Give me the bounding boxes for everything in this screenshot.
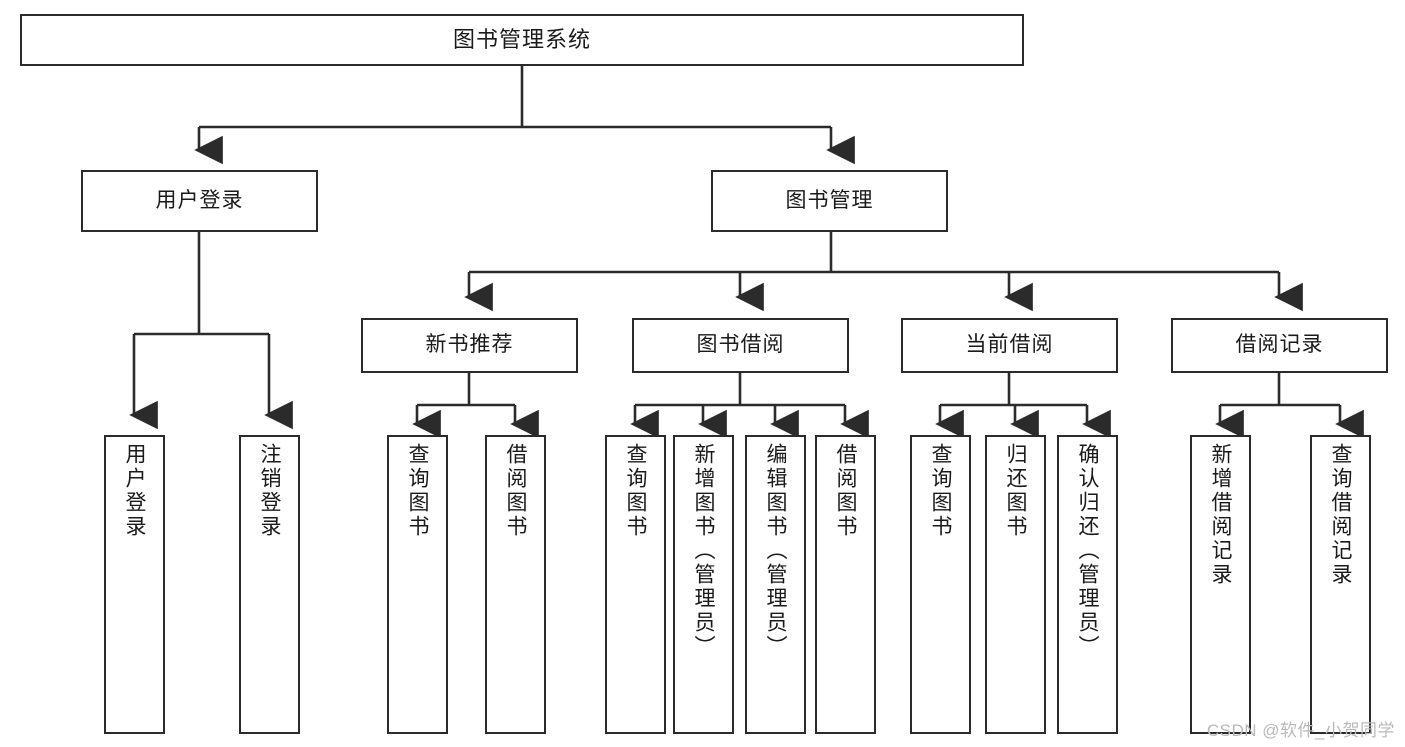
- leaf-query-book-current[interactable]: 查询图书: [910, 435, 971, 734]
- leaf-query-book-current-label: 查询图书: [929, 443, 952, 539]
- leaf-edit-book-admin-label: 编辑图书（管理员）: [764, 443, 787, 659]
- node-book-management-label: 图书管理: [785, 188, 874, 212]
- leaf-add-book-admin-label: 新增图书（管理员）: [692, 443, 715, 659]
- leaf-add-borrow-record-label: 新增借阅记录: [1209, 443, 1232, 587]
- node-current-borrow[interactable]: 当前借阅: [901, 318, 1118, 373]
- node-root-label: 图书管理系统: [452, 27, 591, 53]
- node-book-borrow-label: 图书借阅: [696, 333, 785, 357]
- leaf-query-book-recommend-label: 查询图书: [406, 443, 429, 539]
- node-book-borrow[interactable]: 图书借阅: [632, 318, 849, 373]
- node-user-login[interactable]: 用户登录: [81, 170, 318, 232]
- leaf-user-logout-label: 注销登录: [258, 443, 281, 539]
- node-user-login-label: 用户登录: [155, 188, 244, 212]
- leaf-add-book-admin[interactable]: 新增图书（管理员）: [673, 435, 734, 734]
- node-current-borrow-label: 当前借阅: [965, 333, 1054, 357]
- node-borrow-record[interactable]: 借阅记录: [1171, 318, 1388, 373]
- leaf-query-borrow-record[interactable]: 查询借阅记录: [1310, 435, 1371, 734]
- leaf-borrow-book[interactable]: 借阅图书: [815, 435, 876, 734]
- leaf-user-login[interactable]: 用户登录: [104, 435, 165, 734]
- leaf-query-book-borrow-label: 查询图书: [624, 443, 647, 539]
- leaf-return-book-label: 归还图书: [1004, 443, 1027, 539]
- node-borrow-record-label: 借阅记录: [1235, 333, 1324, 357]
- leaf-borrow-book-label: 借阅图书: [834, 443, 857, 539]
- leaf-add-borrow-record[interactable]: 新增借阅记录: [1190, 435, 1251, 734]
- leaf-user-logout[interactable]: 注销登录: [239, 435, 300, 734]
- leaf-borrow-book-recommend[interactable]: 借阅图书: [485, 435, 546, 734]
- leaf-edit-book-admin[interactable]: 编辑图书（管理员）: [745, 435, 806, 734]
- leaf-confirm-return-admin[interactable]: 确认归还（管理员）: [1057, 435, 1118, 734]
- leaf-query-book-borrow[interactable]: 查询图书: [605, 435, 666, 734]
- leaf-confirm-return-admin-label: 确认归还（管理员）: [1076, 443, 1099, 659]
- node-new-book-recommend-label: 新书推荐: [425, 333, 514, 357]
- leaf-query-borrow-record-label: 查询借阅记录: [1329, 443, 1352, 587]
- leaf-query-book-recommend[interactable]: 查询图书: [387, 435, 448, 734]
- leaf-return-book[interactable]: 归还图书: [985, 435, 1046, 734]
- node-root[interactable]: 图书管理系统: [20, 14, 1024, 66]
- leaf-user-login-label: 用户登录: [123, 443, 146, 539]
- node-book-management[interactable]: 图书管理: [711, 170, 948, 232]
- leaf-borrow-book-recommend-label: 借阅图书: [504, 443, 527, 539]
- node-new-book-recommend[interactable]: 新书推荐: [361, 318, 578, 373]
